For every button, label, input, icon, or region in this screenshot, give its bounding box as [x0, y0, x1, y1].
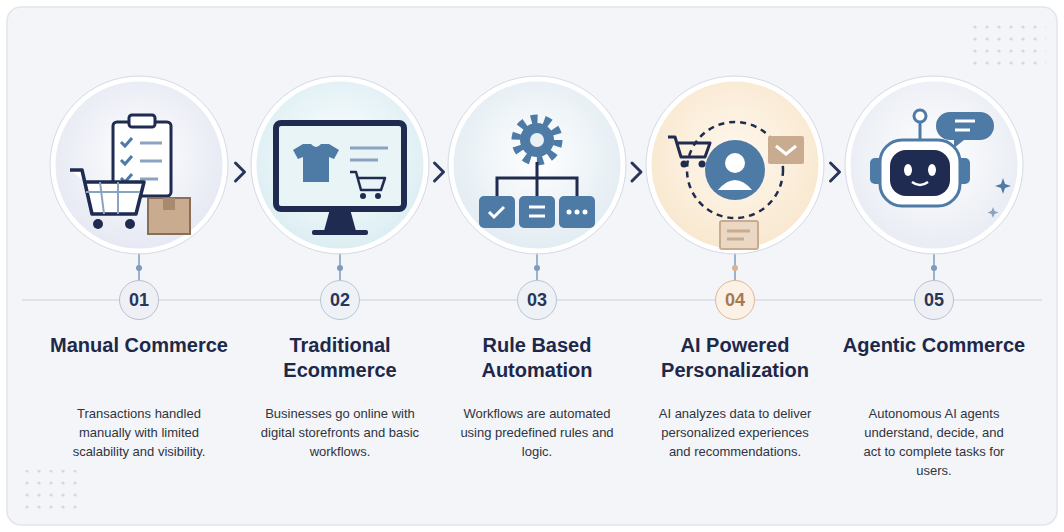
- chevron-stroke: [435, 163, 444, 181]
- step-title: AI Powered Personalization: [630, 333, 840, 383]
- step-title: Rule Based Automation: [432, 333, 642, 383]
- chevron-arrow: [632, 163, 641, 181]
- step-number: 03: [517, 280, 557, 320]
- stage-node: 04AI Powered PersonalizationAI analyzes …: [647, 77, 823, 253]
- step-title: Agentic Commerce: [829, 333, 1039, 358]
- step-number: 02: [320, 280, 360, 320]
- step-description: Workflows are automated using predefined…: [457, 404, 617, 461]
- step-number: 01: [119, 280, 159, 320]
- stage-node: 03Rule Based AutomationWorkflows are aut…: [449, 77, 625, 253]
- chevron-stroke: [831, 163, 840, 181]
- stage-node: 05Agentic CommerceAutonomous AI agents u…: [846, 77, 1022, 253]
- chevron-arrow: [831, 163, 840, 181]
- chevron-stroke: [236, 163, 245, 181]
- stage-node: 02Traditional EcommerceBusinesses go onl…: [252, 77, 428, 253]
- step-description: AI analyzes data to deliver personalized…: [649, 404, 821, 461]
- stage-node: 01Manual CommerceTransactions handled ma…: [51, 77, 227, 253]
- step-description: Businesses go online with digital storef…: [255, 404, 425, 461]
- step-description: Autonomous AI agents understand, decide,…: [863, 404, 1005, 480]
- chevron-arrow: [435, 163, 444, 181]
- step-title: Traditional Ecommerce: [235, 333, 445, 383]
- step-number: 05: [914, 280, 954, 320]
- step-number: 04: [715, 280, 755, 320]
- step-title: Manual Commerce: [34, 333, 244, 358]
- chevron-stroke: [632, 163, 641, 181]
- step-description: Transactions handled manually with limit…: [54, 404, 224, 461]
- chevron-arrow: [236, 163, 245, 181]
